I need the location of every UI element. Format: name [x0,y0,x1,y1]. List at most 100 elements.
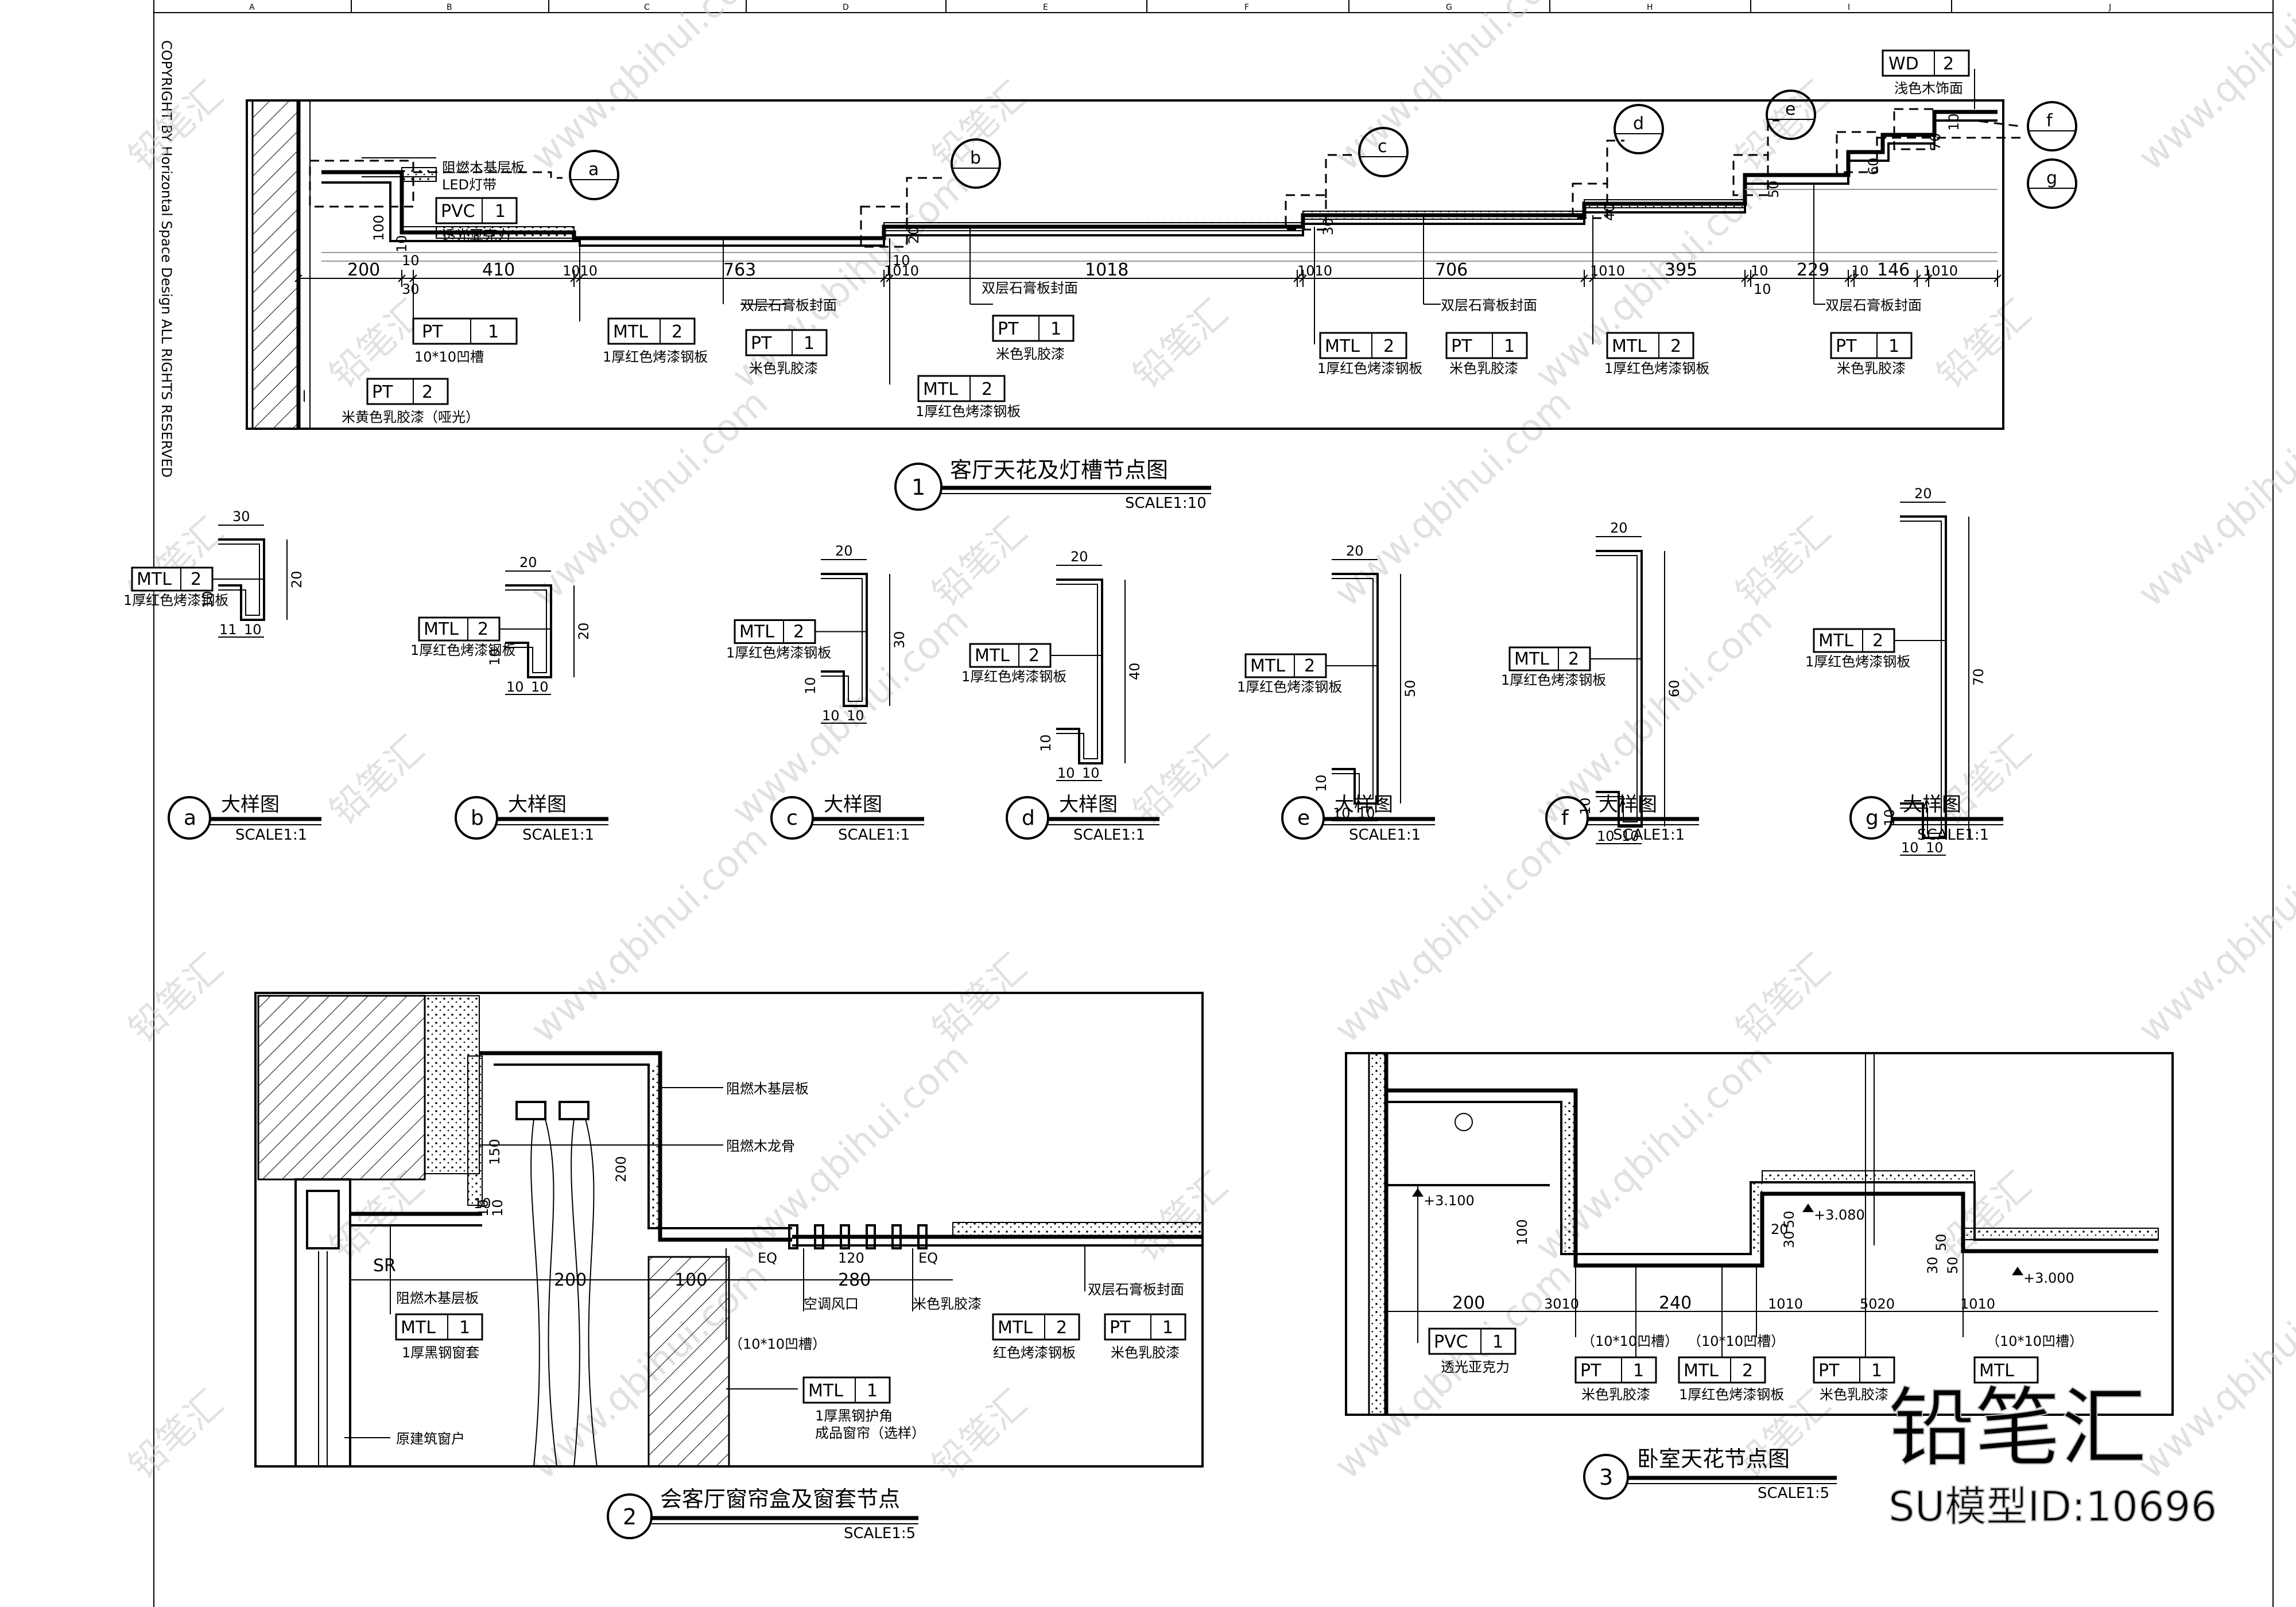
dim-10-e: 10 [893,253,910,269]
svg-text:2: 2 [672,322,682,342]
dim-10-b: 10 [1851,263,1869,279]
svg-text:MTL: MTL [401,1318,436,1338]
detail-e-tag: MTL 2 [1244,653,1327,678]
svg-text:1厚红色烤漆钢板: 1厚红色烤漆钢板 [1805,654,1910,670]
svg-text:2: 2 [1383,336,1394,356]
svg-text:2: 2 [1568,649,1579,669]
svg-text:2: 2 [1056,1318,1067,1338]
svg-text:b: b [471,806,484,830]
label3-groove-a: （10*10凹槽） [1581,1333,1678,1349]
watermark-text: 铅笔汇 [925,946,1035,1051]
callout-e: e [1766,90,1816,140]
svg-text:MTL: MTL [1514,649,1549,669]
svg-text:PT: PT [1580,1361,1601,1381]
label3-groove-b: （10*10凹槽） [1688,1333,1785,1349]
watermark-text: 铅笔汇 [1929,292,2039,397]
svg-text:10: 10 [1901,840,1919,856]
svg-text:2: 2 [1943,54,1954,74]
svg-text:20: 20 [519,554,537,570]
watermark-text: www.qbihui.com [2130,0,2296,179]
dim3-200: 200 [1452,1293,1485,1313]
dim2-10-c: 10 [474,1195,491,1212]
title-block-3: 3 卧室天花节点图 SCALE1:5 [1583,1446,1837,1502]
label-beige-latex-c: 米色乳胶漆 [1449,360,1518,376]
svg-text:1厚红色烤漆钢板: 1厚红色烤漆钢板 [1237,679,1342,695]
svg-text:1: 1 [1050,319,1061,339]
label2-board: 阻燃木基层板 [726,1081,809,1097]
svg-text:1厚红色烤漆钢板: 1厚红色烤漆钢板 [961,669,1066,685]
dim3-50-b: 50 [1933,1233,1949,1251]
svg-text:11: 11 [219,622,237,638]
watermark-text: www.qbihui.com [2130,382,2296,615]
watermark-logo: 铅笔汇 [1888,1379,2147,1478]
svg-text:PVC: PVC [1434,1332,1468,1352]
label2-ac-vent: 空调风口 [804,1296,859,1312]
svg-text:10: 10 [1622,828,1639,844]
svg-text:10: 10 [200,591,216,608]
svg-text:f: f [2046,111,2053,131]
dim-146: 146 [1877,260,1910,280]
dim2-200v: 200 [613,1156,629,1182]
dim3-100: 100 [1514,1219,1530,1245]
svg-text:2: 2 [191,569,201,589]
svg-text:1: 1 [1871,1361,1882,1381]
svg-text:2: 2 [982,379,992,399]
dim2-280: 280 [838,1270,871,1290]
svg-text:MTL: MTL [1684,1361,1719,1381]
label3-red-steel: 1厚红色烤漆钢板 [1679,1387,1784,1403]
svg-text:1厚红色烤漆钢板: 1厚红色烤漆钢板 [726,645,831,661]
svg-text:10: 10 [1038,734,1054,752]
label-led-strip: LED灯带 [442,177,497,193]
svg-text:MTL: MTL [998,1318,1033,1338]
svg-text:大样图: 大样图 [1903,793,1961,816]
svg-text:PT: PT [998,319,1019,339]
svg-text:PT: PT [422,322,443,342]
watermark-text: 铅笔汇 [1728,73,1839,178]
svg-text:10: 10 [487,648,503,666]
svg-text:2: 2 [1304,656,1315,676]
callout-d: d [1614,104,1664,154]
svg-text:卧室天花节点图: 卧室天花节点图 [1637,1446,1790,1472]
svg-text:大样图: 大样图 [221,793,280,816]
svg-text:PT: PT [751,333,772,354]
grid-letter-j: J [2108,3,2111,12]
dim3-30-a: 30 [1781,1231,1797,1248]
callout-a: a [569,150,619,200]
level-3100: +3.100 [1424,1193,1475,1209]
svg-text:20: 20 [835,543,853,559]
grid-letter-e: E [1043,3,1048,12]
svg-text:b: b [970,148,981,168]
svg-text:MTL: MTL [1250,656,1285,676]
title-block-1: 1 客厅天花及灯槽节点图 SCALE1:10 [894,457,1211,512]
svg-text:MTL: MTL [424,619,459,639]
dim2-200: 200 [554,1270,587,1290]
dim2-100: 100 [674,1270,707,1290]
svg-text:WD: WD [1888,54,1919,74]
svg-text:2: 2 [1872,631,1883,651]
svg-text:20: 20 [1071,549,1088,565]
level-3080: +3.080 [1814,1207,1865,1223]
svg-text:PT: PT [1451,336,1472,356]
svg-text:2: 2 [1029,646,1040,666]
grid-letter-f: F [1244,3,1249,12]
dim3-30-b: 30 [1925,1256,1941,1274]
svg-text:SCALE1:5: SCALE1:5 [1758,1485,1829,1502]
dim3-50-c: 50 [1945,1256,1961,1274]
dim-229: 229 [1797,260,1829,280]
dim-706: 706 [1435,260,1468,280]
svg-text:g: g [1865,806,1879,830]
label-beige-latex-a: 米色乳胶漆 [749,360,818,376]
label2-board-b: 阻燃木基层板 [396,1290,479,1306]
watermark-text: www.qbihui.com [2130,1254,2296,1488]
svg-text:SCALE1:10: SCALE1:10 [1125,495,1207,512]
